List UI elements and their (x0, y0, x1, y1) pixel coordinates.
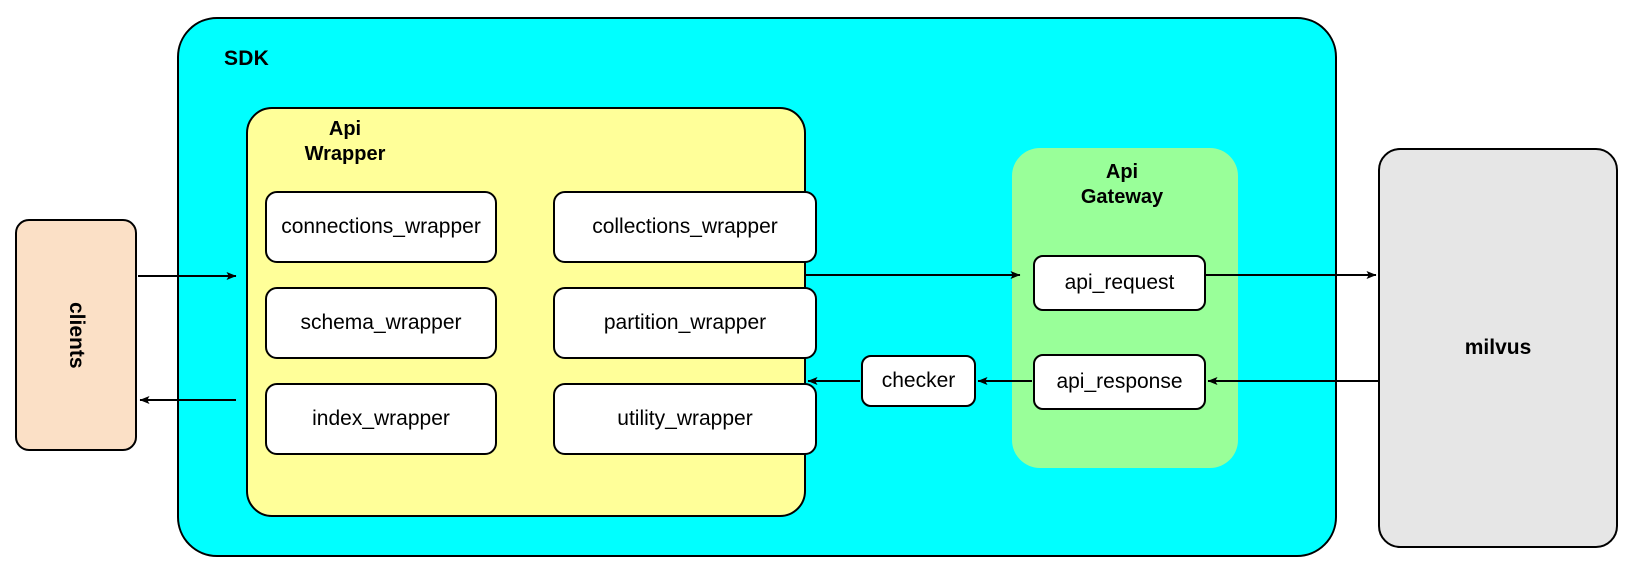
module-connections-wrapper[interactable]: connections_wrapper (265, 191, 497, 263)
module-partition-wrapper[interactable]: partition_wrapper (553, 287, 817, 359)
api-response-node[interactable]: api_response (1033, 354, 1206, 410)
api-gateway-label: Api Gateway (1022, 160, 1222, 210)
api-gateway-label-line1: Api (1105, 161, 1139, 183)
milvus-node[interactable]: milvus (1378, 148, 1618, 548)
module-schema-wrapper[interactable]: schema_wrapper (265, 287, 497, 359)
checker-node[interactable]: checker (861, 355, 976, 407)
clients-node[interactable]: clients (15, 219, 137, 451)
api-request-node[interactable]: api_request (1033, 255, 1206, 311)
api-wrapper-label: Api Wrapper (260, 117, 430, 167)
clients-label: clients (65, 301, 88, 369)
module-index-wrapper[interactable]: index_wrapper (265, 383, 497, 455)
api-wrapper-label-line2: Wrapper (304, 143, 386, 165)
module-collections-wrapper[interactable]: collections_wrapper (553, 191, 817, 263)
api-wrapper-label-line1: Api (328, 118, 362, 140)
api-gateway-label-line2: Gateway (1080, 186, 1164, 208)
sdk-label: SDK (224, 47, 269, 70)
module-utility-wrapper[interactable]: utility_wrapper (553, 383, 817, 455)
